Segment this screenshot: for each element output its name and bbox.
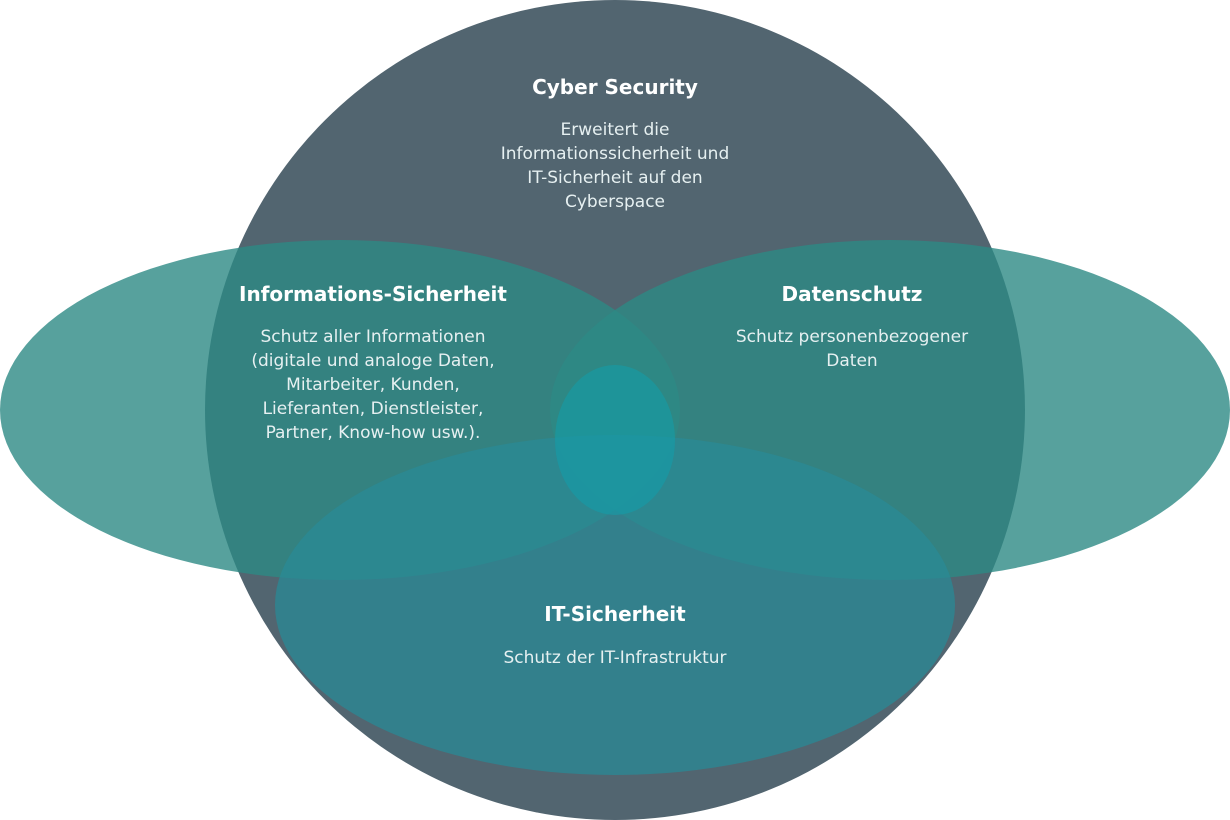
center-intersection — [555, 365, 675, 515]
cyber-security-title: Cyber Security — [532, 75, 698, 99]
cyber-security-line-1: Erweitert die — [561, 120, 670, 140]
informations-sicherheit-line-3: Mitarbeiter, Kunden, — [286, 375, 460, 395]
it-sicherheit-ellipse — [275, 435, 955, 775]
cyber-security-line-3: IT-Sicherheit auf den — [527, 168, 702, 188]
informations-sicherheit-line-1: Schutz aller Informationen — [260, 327, 485, 347]
informations-sicherheit-label: Informations-Sicherheit Schutz aller Inf… — [239, 282, 507, 443]
informations-sicherheit-line-2: (digitale und analoge Daten, — [251, 351, 494, 371]
informations-sicherheit-line-4: Lieferanten, Dienstleister, — [263, 399, 484, 419]
cyber-security-line-4: Cyberspace — [565, 192, 665, 212]
datenschutz-title: Datenschutz — [782, 282, 923, 306]
it-sicherheit-label: IT-Sicherheit Schutz der IT-Infrastruktu… — [503, 602, 726, 668]
datenschutz-label: Datenschutz Schutz personenbezogener Dat… — [736, 282, 968, 371]
it-sicherheit-title: IT-Sicherheit — [544, 602, 686, 626]
cyber-security-label: Cyber Security Erweitert die Information… — [501, 75, 729, 212]
cyber-security-line-2: Informationssicherheit und — [501, 144, 729, 164]
informations-sicherheit-line-5: Partner, Know-how usw.). — [266, 423, 481, 443]
it-sicherheit-line-1: Schutz der IT-Infrastruktur — [503, 648, 726, 668]
datenschutz-line-1: Schutz personenbezogener — [736, 327, 968, 347]
informations-sicherheit-title: Informations-Sicherheit — [239, 282, 507, 306]
datenschutz-line-2: Daten — [826, 351, 877, 371]
